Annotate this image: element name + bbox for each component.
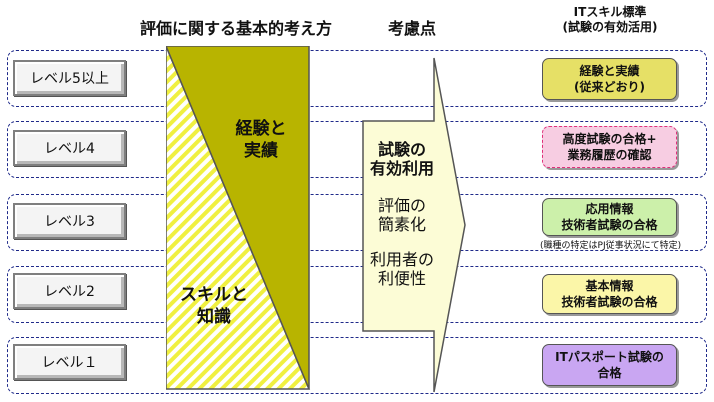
- convenience-line2: 利便性: [377, 269, 426, 288]
- skill-knowledge-label: スキルと 知識: [174, 284, 254, 328]
- standard-level2-line1: 基本情報: [585, 279, 634, 293]
- header-considerations: 考慮点: [388, 19, 437, 38]
- level-3-button[interactable]: レベル3: [13, 203, 126, 239]
- level-1-button[interactable]: レベル１: [13, 344, 126, 380]
- skill-knowledge-line1: スキルと: [180, 285, 248, 305]
- standard-level1-line2: 合格: [597, 366, 622, 380]
- standard-level5-line1: 経験と実績: [579, 64, 640, 78]
- standard-level3-line2: 技術者試験の合格: [561, 218, 658, 232]
- standard-level1-box: ITパスポート試験の 合格: [542, 344, 677, 386]
- row-band-level4: [7, 121, 707, 178]
- level-5-plus-button[interactable]: レベル5以上: [13, 60, 126, 96]
- standard-level3-box: 応用情報 技術者試験の合格: [542, 198, 677, 236]
- experience-results-line1: 経験と: [235, 119, 287, 139]
- standard-level4-line1: 高度試験の合格+: [562, 132, 657, 146]
- standard-level1-line1: ITパスポート試験の: [555, 350, 664, 364]
- row-band-level3: [7, 194, 707, 251]
- arrow-text-convenience: 利用者の 利便性: [362, 250, 442, 288]
- level-2-button[interactable]: レベル2: [13, 273, 126, 309]
- row-band-level2: [7, 266, 707, 323]
- standard-level5-line2: (従来どおり): [574, 80, 645, 94]
- level-4-button[interactable]: レベル4: [13, 130, 126, 166]
- skill-knowledge-line2: 知識: [197, 307, 231, 327]
- convenience-line1: 利用者の: [369, 250, 434, 269]
- standard-level3-line1: 応用情報: [585, 202, 634, 216]
- standard-level2-box: 基本情報 技術者試験の合格: [542, 274, 677, 314]
- skill-experience-diagram: [166, 46, 311, 390]
- standard-level5-box: 経験と実績 (従来どおり): [542, 58, 677, 100]
- header-it-skill-standard: ITスキル標準 (試験の有効活用): [540, 5, 680, 35]
- standard-level4-box: 高度試験の合格+ 業務履歴の確認: [542, 126, 677, 168]
- simplification-line2: 簡素化: [377, 215, 426, 234]
- header-it-skill-line2: (試験の有効活用): [562, 20, 658, 34]
- considerations-arrow: [362, 57, 466, 393]
- header-it-skill-line1: ITスキル標準: [573, 5, 647, 19]
- header-approach: 評価に関する基本的考え方: [140, 19, 333, 38]
- row-band-level5: [7, 50, 707, 107]
- experience-results-label: 経験と 実績: [226, 118, 296, 162]
- effective-use-line2: 有効利用: [369, 159, 434, 178]
- experience-results-triangle: [166, 46, 310, 390]
- standard-level2-line2: 技術者試験の合格: [561, 295, 658, 309]
- simplification-line1: 評価の: [377, 196, 426, 215]
- arrow-text-effective-use: 試験の 有効利用: [362, 140, 442, 178]
- arrow-text-simplification: 評価の 簡素化: [362, 196, 442, 234]
- experience-results-line2: 実績: [244, 141, 278, 161]
- row-band-level1: [7, 337, 707, 394]
- effective-use-line1: 試験の: [377, 140, 426, 159]
- level3-note: (職種の特定はPJ従事状況にて特定): [540, 241, 682, 251]
- standard-level4-line2: 業務履歴の確認: [567, 148, 652, 162]
